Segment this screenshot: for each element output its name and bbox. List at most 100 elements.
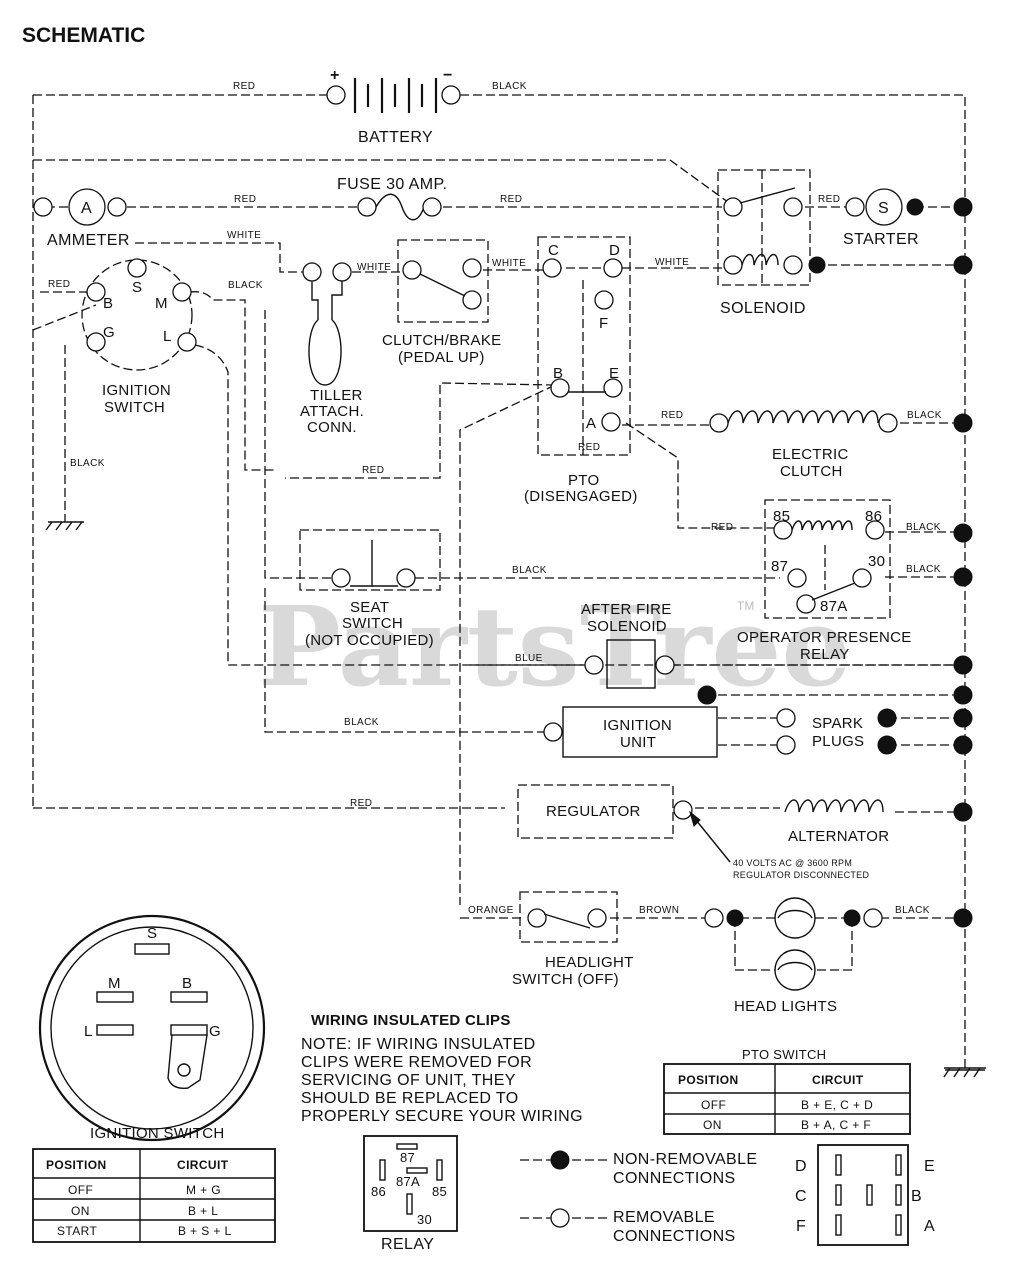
wire-label-black-ground: BLACK (70, 458, 105, 469)
ign-terminal-b: B (103, 295, 113, 312)
note-arrowhead (689, 810, 701, 827)
after-fire-label-2: SOLENOID (587, 618, 667, 635)
ign-table-header-position: POSITION (46, 1158, 107, 1172)
ignition-switch-label-1: IGNITION (102, 382, 171, 399)
clutch-brake-label-2: (PEDAL UP) (398, 349, 485, 366)
pto-table-cell: OFF (701, 1098, 726, 1112)
clips-note-line: SERVICING OF UNIT, THEY (301, 1072, 516, 1089)
pto-terminal-e: E (609, 365, 619, 382)
wire-label-blue: BLUE (515, 653, 543, 664)
wire-label-red-pto: RED (578, 442, 600, 453)
pto-switch-table (663, 1063, 911, 1135)
clips-note-line: PROPERLY SECURE YOUR WIRING (301, 1108, 583, 1125)
legend (520, 1150, 610, 1228)
battery-plus: + (330, 67, 340, 84)
wire-label-red-clutch: RED (661, 410, 683, 421)
ign-terminal-m: M (155, 295, 168, 312)
relay-terminal-87: 87 (771, 558, 788, 575)
pto-terminal-a: A (586, 415, 596, 432)
wire-label-red-starter: RED (818, 194, 840, 205)
wire-label-red-fuse-right: RED (500, 194, 522, 205)
head-lights-icon (704, 897, 973, 991)
legend-non-removable-1: NON-REMOVABLE (613, 1151, 757, 1168)
ign-table-cell: OFF (68, 1183, 93, 1197)
pto-face-label-a: A (924, 1218, 935, 1235)
after-fire-label-1: AFTER FIRE (581, 601, 672, 618)
relay-terminal-87a: 87A (820, 598, 848, 615)
pto-face-label-d: D (795, 1158, 807, 1175)
seat-switch-label-3: (NOT OCCUPIED) (305, 632, 434, 649)
relay-terminal-85: 85 (773, 508, 790, 525)
pto-face-label-f: F (796, 1218, 806, 1235)
seat-switch-label-1: SEAT (350, 599, 389, 616)
pto-face-label-e: E (924, 1158, 935, 1175)
junction-dot (953, 655, 973, 675)
wire-label-red-ign: RED (48, 279, 70, 290)
relay-face-pin-30: 30 (417, 1212, 432, 1227)
head-lights-label: HEAD LIGHTS (734, 998, 837, 1015)
junction-dot (697, 685, 717, 705)
wire-label-brown: BROWN (639, 905, 679, 916)
electric-clutch-coil-icon (709, 410, 973, 433)
spark-plugs-label-1: SPARK (812, 715, 863, 732)
clips-note-line: NOTE: IF WIRING INSULATED (301, 1036, 536, 1053)
ign-table-cell: B + L (188, 1204, 218, 1218)
ignition-switch-table (32, 1148, 276, 1243)
junction-dot (953, 523, 973, 543)
pto-table-cell: ON (703, 1118, 722, 1132)
headlight-switch-label-1: HEADLIGHT (545, 954, 634, 971)
ign-table-cell: B + S + L (178, 1224, 232, 1238)
legend-removable-2: CONNECTIONS (613, 1228, 736, 1245)
ign-table-cell: ON (71, 1204, 90, 1218)
battery-label: BATTERY (358, 129, 433, 146)
fuse-icon (357, 193, 442, 221)
wire-label-white-ammeter: WHITE (227, 230, 261, 241)
wire-label-white-clutch: WHITE (492, 258, 526, 269)
face-terminal-l: L (84, 1023, 93, 1040)
relay-terminal-30: 30 (868, 553, 885, 570)
wire-label-red-fuse-left: RED (234, 194, 256, 205)
wire-label-black-relay-86: BLACK (906, 522, 941, 533)
ignition-switch-label-2: SWITCH (104, 399, 165, 416)
ignition-switch-caption: IGNITION SWITCH (90, 1125, 225, 1142)
tiller-connector-icon (302, 262, 352, 386)
wire-label-black-clutch: BLACK (907, 410, 942, 421)
ign-terminal-s: S (132, 279, 142, 296)
starter-icon (845, 188, 924, 226)
note-arrow (695, 819, 731, 863)
starter-label: STARTER (843, 231, 919, 248)
alternator-note-2: REGULATOR DISCONNECTED (733, 870, 869, 880)
relay-face-icon (363, 1135, 458, 1232)
wire-label-red-regulator: RED (350, 798, 372, 809)
relay-terminal-86: 86 (865, 508, 882, 525)
wire-label-red-pto-left: RED (362, 465, 384, 476)
wire-label-black-relay-30: BLACK (906, 564, 941, 575)
clutch-brake-switch-icon (397, 239, 489, 323)
ign-terminal-g: G (103, 324, 115, 341)
spark-plugs-label-2: PLUGS (812, 733, 864, 750)
wire-label-white-tiller: WHITE (357, 262, 391, 273)
pto-switch-face-icon (817, 1144, 909, 1246)
relay-face-pin-87: 87 (400, 1150, 415, 1165)
ign-table-cell: START (57, 1224, 97, 1238)
wire-label-black-headlight: BLACK (895, 905, 930, 916)
pto-table-cell: B + E, C + D (801, 1098, 873, 1112)
wire-label-black-battery: BLACK (492, 81, 527, 92)
battery-minus: − (443, 67, 453, 84)
after-fire-solenoid-icon (584, 639, 675, 689)
wire-label-orange: ORANGE (468, 905, 514, 916)
watermark: PartsTree (258, 582, 852, 711)
wire-label-red-relay: RED (711, 522, 733, 533)
fuse-label: FUSE 30 AMP. (337, 176, 447, 193)
pto-table-cell: B + A, C + F (801, 1118, 871, 1132)
pto-label-1: PTO (568, 472, 599, 489)
headlight-switch-icon (519, 891, 618, 943)
clips-note-line: CLIPS WERE REMOVED FOR (301, 1054, 532, 1071)
ammeter-icon (33, 188, 127, 226)
regulator-label: REGULATOR (546, 803, 641, 820)
face-terminal-b: B (182, 975, 192, 992)
legend-non-removable-2: CONNECTIONS (613, 1170, 736, 1187)
alternator-coil-icon (784, 799, 973, 822)
relay-face-caption: RELAY (381, 1236, 434, 1253)
